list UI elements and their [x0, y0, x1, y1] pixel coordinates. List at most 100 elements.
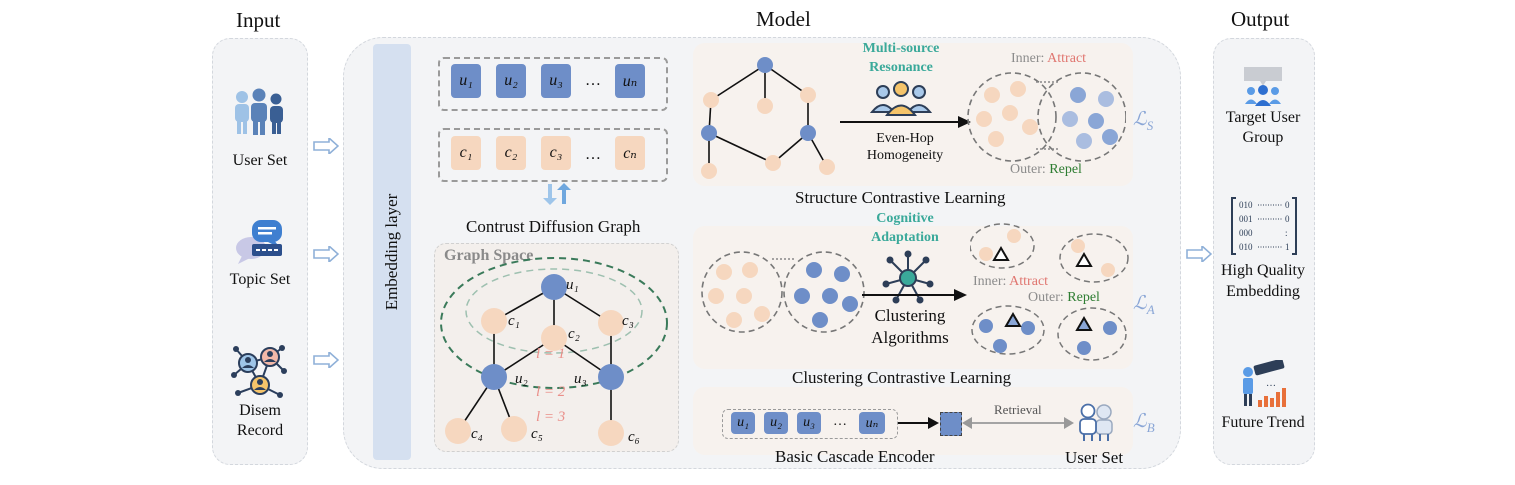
- clustering-inner-label: Inner: Attract: [973, 274, 1049, 289]
- clustering-output-clusters: [970, 223, 1129, 361]
- node-label-c1: c₁: [508, 313, 520, 329]
- svg-text:010: 010: [1239, 242, 1253, 252]
- basic-user-token: u₁: [731, 412, 755, 434]
- basic-loss: ℒB: [1133, 411, 1155, 435]
- topic-token-sequence: [438, 128, 668, 182]
- structure-clusters: [967, 72, 1126, 162]
- topic-token: c₃: [541, 136, 571, 170]
- model-header: Model: [756, 7, 811, 31]
- even-hop-line2: Homogeneity: [866, 148, 944, 163]
- structure-inner-label: Inner: Attract: [1011, 51, 1087, 66]
- structure-tree-diagram: [701, 57, 835, 179]
- topic-token: c₂: [496, 136, 526, 170]
- encoded-vector: [940, 412, 962, 436]
- target-user-group-line2: Group: [1242, 129, 1284, 146]
- hollow-arrow-icon: [1186, 246, 1212, 262]
- level-label-2: l = 2: [536, 384, 566, 400]
- hollow-arrow-icon: [313, 138, 339, 154]
- svg-text:0: 0: [1285, 200, 1290, 210]
- graph-space-diagram: [440, 257, 668, 446]
- cognitive-line1: Cognitive: [876, 211, 934, 226]
- node-label-c5: c₅: [531, 426, 543, 442]
- ellipsis: …: [833, 414, 847, 429]
- input-header: Input: [236, 8, 281, 32]
- retrieval-label: Retrieval: [994, 402, 1042, 417]
- user-set-icon: [1079, 403, 1113, 441]
- hollow-arrow-icon: [313, 246, 339, 262]
- even-hop-line1: Even-Hop: [876, 131, 934, 146]
- embedding-layer: Embedding layer: [373, 44, 411, 460]
- user-token: u₃: [541, 64, 571, 98]
- user-token-sequence: [438, 57, 668, 111]
- topic-set-label: Topic Set: [229, 271, 291, 288]
- basic-user-token: uₙ: [859, 412, 885, 434]
- topic-token: cₙ: [615, 136, 645, 170]
- disem-record-line1: Disem: [239, 402, 281, 419]
- ellipsis: …: [585, 72, 601, 89]
- clustering-algo-line2: Algorithms: [871, 328, 949, 347]
- chat-bubbles-icon: [236, 220, 282, 264]
- high-quality-line1: High Quality: [1221, 262, 1305, 279]
- structure-outer-label: Outer: Repel: [1010, 162, 1082, 177]
- multi-source-line1: Multi-source: [862, 41, 940, 56]
- svg-text::: :: [1285, 228, 1288, 238]
- structure-arrow: [840, 116, 971, 128]
- user-token: u₂: [496, 64, 526, 98]
- node-label-u1: u₁: [566, 277, 579, 293]
- group-people-icon: [870, 81, 932, 116]
- contrust-diffusion-graph-caption: Contrust Diffusion Graph: [466, 217, 641, 236]
- level-label-3: l = 3: [536, 409, 566, 425]
- cognitive-line2: Adaptation: [871, 230, 939, 245]
- target-group-icon: [1244, 67, 1282, 106]
- up-down-arrows-icon: [543, 183, 571, 205]
- future-trend-label: Future Trend: [1221, 414, 1305, 431]
- disem-record-line2: Record: [236, 422, 284, 439]
- basic-user-token: u₃: [797, 412, 821, 434]
- encoder-arrow: [898, 417, 939, 429]
- svg-text:…: …: [1266, 378, 1276, 389]
- svg-text:0: 0: [1285, 214, 1290, 224]
- node-label-c4: c₄: [471, 426, 483, 442]
- embedding-matrix-icon: 010 001 000 010 0 0: 1: [1231, 197, 1297, 255]
- target-user-group-line1: Target User: [1225, 109, 1301, 126]
- node-label-c6: c₆: [628, 429, 640, 445]
- user-token: u₁: [451, 64, 481, 98]
- structure-caption: Structure Contrastive Learning: [795, 188, 1006, 207]
- output-panel: [1213, 38, 1315, 465]
- structure-loss: ℒS: [1133, 109, 1154, 133]
- level-label-1: l = 1: [536, 346, 566, 362]
- high-quality-line2: Embedding: [1226, 283, 1300, 300]
- svg-text:1: 1: [1285, 242, 1290, 252]
- clustering-input-clusters: [701, 251, 865, 333]
- output-header: Output: [1231, 7, 1290, 31]
- clustering-caption: Clustering Contrastive Learning: [792, 368, 1012, 387]
- clustering-algo-line1: Clustering: [874, 306, 946, 325]
- svg-text:001: 001: [1239, 214, 1253, 224]
- cluster-hub-icon: [882, 250, 934, 304]
- user-set-label: User Set: [232, 152, 288, 169]
- node-label-u2: u₂: [515, 371, 528, 387]
- graph-space-title: Graph Space: [444, 247, 534, 264]
- hollow-arrow-icon: [313, 352, 339, 368]
- node-label-c2: c₂: [568, 326, 580, 342]
- users-icon: [235, 88, 283, 135]
- clustering-section: [693, 226, 1133, 369]
- user-token: uₙ: [615, 64, 645, 98]
- clustering-arrow: [862, 289, 967, 301]
- telescope-trend-icon: …: [1243, 360, 1286, 407]
- svg-text:010: 010: [1239, 200, 1253, 210]
- retrieval-arrow: [962, 417, 1074, 429]
- clustering-outer-label: Outer: Repel: [1028, 290, 1100, 305]
- node-label-c3: c₃: [622, 313, 634, 329]
- node-label-u3: u₃: [574, 371, 587, 387]
- basic-token-sequence: [722, 409, 898, 439]
- basic-caption: Basic Cascade Encoder: [775, 447, 935, 466]
- basic-user-set-label: User Set: [1065, 448, 1124, 467]
- network-people-icon: [231, 345, 287, 398]
- ellipsis: …: [585, 146, 601, 163]
- topic-token: c₁: [451, 136, 481, 170]
- multi-source-line2: Resonance: [869, 60, 933, 75]
- svg-text:000: 000: [1239, 228, 1253, 238]
- clustering-loss: ℒA: [1133, 293, 1155, 317]
- embedding-layer-label: Embedding layer: [382, 193, 401, 311]
